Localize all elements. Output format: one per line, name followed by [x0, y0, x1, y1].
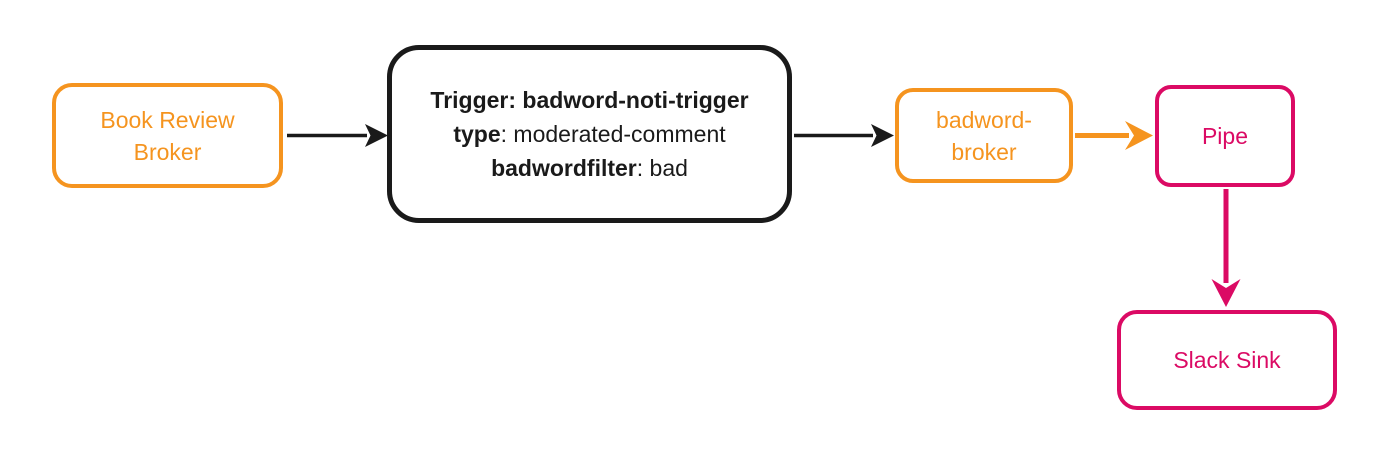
- trigger-line-type: type: moderated-comment: [453, 121, 726, 147]
- trigger-text: Trigger: badword-noti-trigger type: mode…: [430, 83, 748, 185]
- node-slack-sink-label: Slack Sink: [1173, 347, 1281, 373]
- edge-pipe-to-slack-sink-arrowhead-icon: [1211, 279, 1241, 307]
- edge-trigger-to-badword-broker-arrowhead-icon: [871, 124, 894, 147]
- node-book-review-broker-label: Book Review Broker: [100, 106, 235, 165]
- edge-pipe-to-slack-sink[interactable]: [1211, 189, 1241, 307]
- node-pipe[interactable]: Pipe: [1155, 85, 1295, 187]
- node-pipe-label: Pipe: [1201, 123, 1249, 149]
- edge-badword-broker-to-pipe[interactable]: [1075, 121, 1153, 150]
- edge-broker-to-trigger-arrowhead-icon: [365, 124, 388, 147]
- edge-broker-to-trigger[interactable]: [287, 124, 388, 147]
- node-badword-broker-label: badword-broker: [936, 106, 1032, 165]
- node-book-review-broker[interactable]: Book Review Broker: [52, 83, 283, 188]
- edge-trigger-to-badword-broker[interactable]: [794, 124, 894, 147]
- node-trigger[interactable]: Trigger: badword-noti-trigger type: mode…: [387, 45, 792, 223]
- trigger-line-name: Trigger: badword-noti-trigger: [430, 87, 749, 113]
- trigger-line-badwordfilter: badwordfilter: bad: [491, 155, 688, 181]
- edge-badword-broker-to-pipe-arrowhead-icon: [1125, 121, 1153, 150]
- node-slack-sink[interactable]: Slack Sink: [1117, 310, 1337, 410]
- node-badword-broker[interactable]: badword-broker: [895, 88, 1073, 183]
